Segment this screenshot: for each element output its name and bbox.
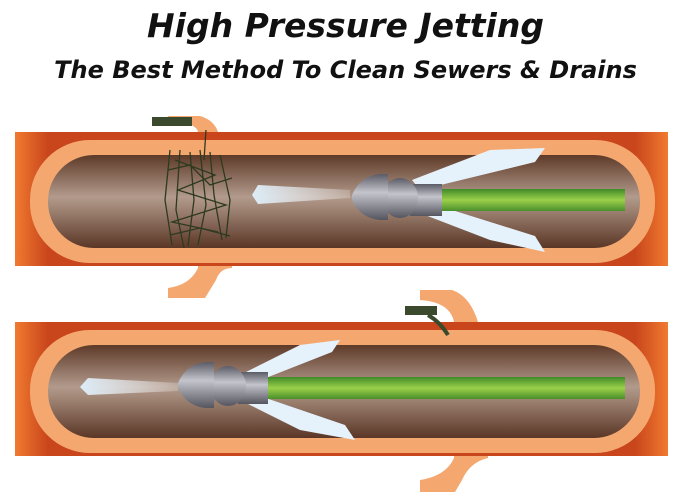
- water-jet-forward: [252, 185, 350, 204]
- water-jet-lower: [412, 200, 545, 252]
- tree-roots: [152, 117, 233, 249]
- root-remnant: [405, 306, 450, 337]
- jetter-hose: [440, 189, 625, 211]
- water-jet-upper: [412, 148, 545, 190]
- water-jet-lower: [240, 392, 355, 440]
- water-jet-forward: [80, 378, 178, 395]
- jetter-hose: [265, 377, 625, 399]
- pipe-bottom-cleared: [15, 290, 668, 492]
- diagram-subtitle: The Best Method To Clean Sewers & Drains: [54, 56, 637, 84]
- pipe-top-roots: [15, 116, 668, 298]
- diagram-title: High Pressure Jetting: [147, 6, 544, 45]
- jetter-nozzle: [178, 362, 268, 408]
- jetter-nozzle: [352, 174, 442, 220]
